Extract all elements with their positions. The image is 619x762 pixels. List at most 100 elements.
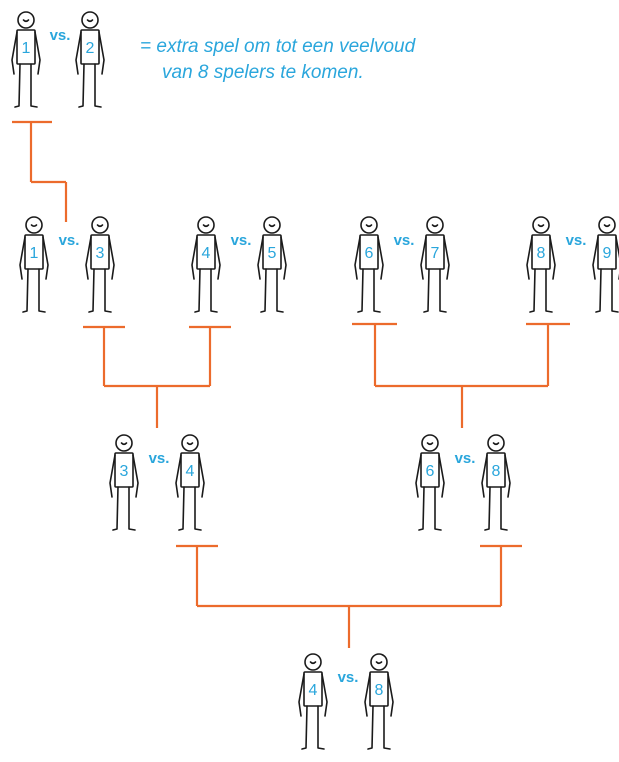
right-leg (94, 63, 102, 108)
face (603, 224, 611, 228)
stick-figure: 8 (364, 653, 394, 750)
stick-figure: 4 (298, 653, 328, 750)
face (30, 224, 38, 228)
torso (90, 234, 110, 270)
left-arm (298, 673, 305, 717)
head (263, 216, 281, 234)
head (532, 216, 550, 234)
left-leg (14, 63, 21, 108)
left-leg (301, 705, 308, 750)
head (115, 434, 133, 452)
player-number: 7 (431, 245, 440, 262)
left-leg (484, 486, 491, 531)
left-arm (592, 236, 599, 280)
right-arm (321, 673, 328, 717)
right-arm (214, 236, 221, 280)
left-arm (109, 454, 116, 498)
bracket-lines (12, 120, 570, 648)
left-arm (85, 236, 92, 280)
right-arm (132, 454, 139, 498)
player-number: 4 (309, 682, 318, 699)
face (268, 224, 276, 228)
vs-label: vs. (50, 27, 71, 44)
stick-figure: 1 (19, 216, 49, 313)
left-arm (11, 31, 18, 75)
left-leg (423, 268, 430, 313)
left-leg (88, 268, 95, 313)
head (421, 434, 439, 452)
extra-game-note: = extra spel om tot een veelvoud van 8 s… (140, 34, 415, 86)
right-arm (504, 454, 511, 498)
head (370, 653, 388, 671)
stick-figure: 1 (11, 11, 41, 108)
vs-label: vs. (149, 450, 170, 467)
match-extra: 1 2 vs. (11, 11, 105, 108)
head (181, 434, 199, 452)
face (186, 442, 194, 446)
face (431, 224, 439, 228)
stick-figure: 8 (526, 216, 556, 313)
left-arm (75, 31, 82, 75)
left-arm (526, 236, 533, 280)
torso (486, 452, 506, 488)
right-leg (128, 486, 136, 531)
stick-figure: 6 (354, 216, 384, 313)
player-number: 2 (86, 40, 95, 57)
left-leg (112, 486, 119, 531)
right-leg (611, 268, 619, 313)
left-arm (19, 236, 26, 280)
torso (180, 452, 200, 488)
right-leg (104, 268, 112, 313)
player-number: 8 (492, 463, 501, 480)
right-arm (42, 236, 49, 280)
right-leg (38, 268, 46, 313)
player-number: 1 (30, 245, 39, 262)
right-leg (383, 705, 391, 750)
torso (420, 452, 440, 488)
torso (369, 671, 389, 707)
right-leg (276, 268, 284, 313)
right-leg (434, 486, 442, 531)
face (537, 224, 545, 228)
torso (80, 29, 100, 65)
face (309, 661, 317, 665)
player-number: 8 (537, 245, 546, 262)
face (202, 224, 210, 228)
torso (303, 671, 323, 707)
player-number: 3 (96, 245, 105, 262)
face (375, 661, 383, 665)
stick-figure: 7 (420, 216, 450, 313)
torso (24, 234, 44, 270)
left-arm (481, 454, 488, 498)
player-number: 5 (268, 245, 277, 262)
right-leg (545, 268, 553, 313)
right-leg (500, 486, 508, 531)
vs-label: vs. (566, 232, 587, 249)
stick-figure: 9 (592, 216, 619, 313)
left-arm (420, 236, 427, 280)
right-arm (377, 236, 384, 280)
head (487, 434, 505, 452)
torso (531, 234, 551, 270)
right-arm (549, 236, 556, 280)
match-round1: 8 9 vs. (526, 216, 619, 313)
vs-label: vs. (455, 450, 476, 467)
stick-figure: 2 (75, 11, 105, 108)
player-number: 6 (365, 245, 374, 262)
head (426, 216, 444, 234)
right-leg (30, 63, 38, 108)
head (81, 11, 99, 29)
match-round2: 6 8 vs. (415, 434, 511, 531)
left-arm (191, 236, 198, 280)
stick-figure: 6 (415, 434, 445, 531)
stick-figure: 3 (85, 216, 115, 313)
head (17, 11, 35, 29)
head (91, 216, 109, 234)
player-number: 6 (426, 463, 435, 480)
